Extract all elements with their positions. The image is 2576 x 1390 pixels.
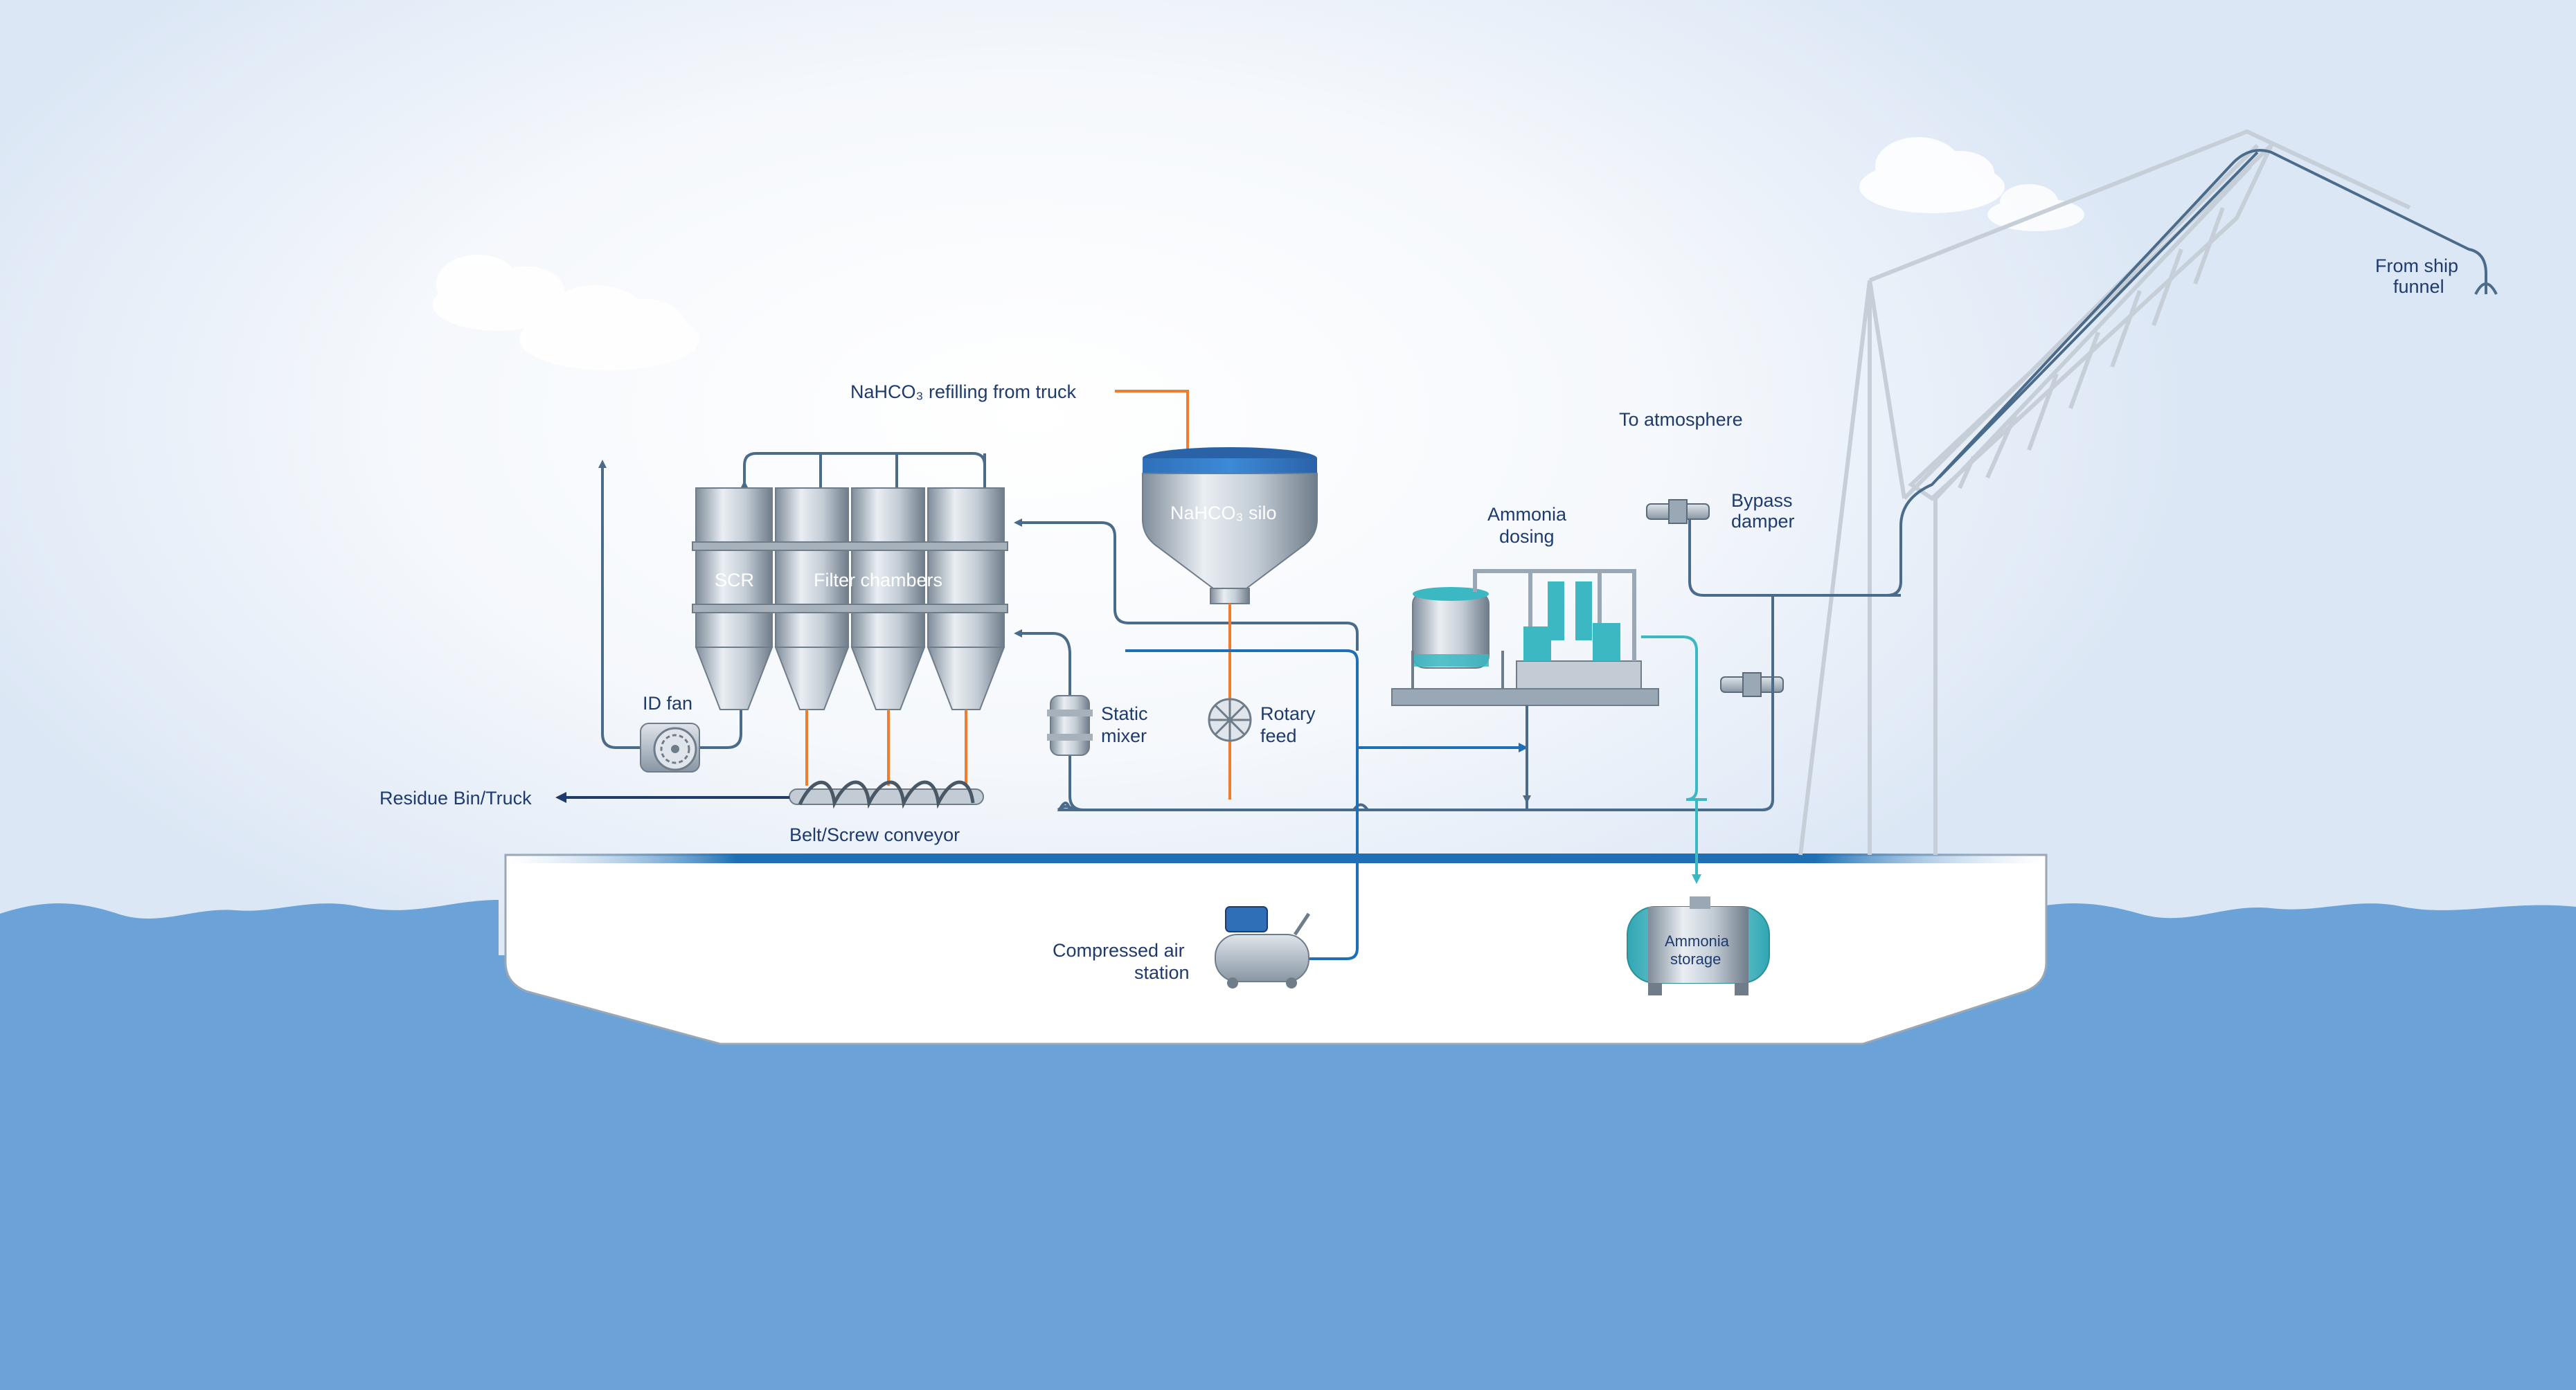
gantry-crane: [1798, 129, 2411, 856]
label-bypass-damper: Bypass: [1731, 490, 1793, 511]
gas-pipe: [1068, 751, 1375, 811]
label-static-mixer: mixer: [1101, 725, 1147, 746]
label-ammonia-dosing: dosing: [1499, 526, 1555, 547]
label-from-ship-funnel: From ship: [2375, 255, 2458, 276]
cloud-icon: [519, 285, 699, 370]
funnel-hook-icon: [2474, 282, 2498, 295]
bypass-damper-icon: [1646, 499, 1710, 524]
rotary-feed-icon: [1208, 698, 1252, 742]
fan-duct: [699, 703, 742, 749]
label-filter-chambers: Filter chambers: [814, 570, 942, 590]
residue-drop-lines: [805, 710, 967, 786]
label-to-atmosphere: To atmosphere: [1619, 409, 1743, 430]
label-bypass-damper: damper: [1731, 511, 1795, 532]
label-compressed-air: station: [1134, 962, 1190, 983]
damper-icon: [1720, 672, 1784, 697]
compressed-air-station: [1215, 906, 1311, 989]
cloud-icon: [433, 255, 564, 331]
id-fan-icon: [640, 723, 700, 773]
gas-pipe: [1014, 629, 1071, 703]
label-residue: Residue Bin/Truck: [379, 788, 532, 809]
ammonia-pipe: [1641, 635, 1707, 879]
filter-chambers-unit: [692, 487, 1008, 710]
fan-duct: [598, 460, 641, 749]
label-ammonia-storage: Ammonia: [1665, 932, 1730, 950]
bypass-duct: [1688, 512, 1901, 597]
label-nahco3-refill: NaHCO₃ refilling from truck: [850, 381, 1077, 402]
ammonia-dosing-skid: [1391, 569, 1659, 706]
screw-conveyor: [789, 780, 984, 809]
label-static-mixer: Static: [1101, 703, 1148, 724]
label-rotary-feed: feed: [1260, 725, 1297, 746]
label-ammonia-storage: storage: [1670, 950, 1721, 968]
refill-line: [1115, 390, 1189, 457]
deck-line: [506, 854, 2046, 863]
cloud-icon: [1859, 137, 2005, 213]
label-silo: NaHCO₃ silo: [1170, 503, 1277, 523]
label-rotary-feed: Rotary: [1260, 703, 1316, 724]
compressed-air-pipe: [1125, 649, 1359, 960]
label-conveyor: Belt/Screw conveyor: [789, 824, 960, 845]
nahco3-silo: [1142, 447, 1318, 604]
static-mixer-icon: [1047, 695, 1093, 756]
ammonia-storage-tank: [1627, 896, 1770, 995]
label-scr: SCR: [715, 570, 754, 590]
sorbent-feed-pipe: [1014, 518, 1359, 651]
label-id-fan: ID fan: [643, 693, 692, 714]
label-compressed-air: Compressed air: [1053, 940, 1185, 961]
label-from-ship-funnel: funnel: [2393, 276, 2444, 297]
label-ammonia-dosing: Ammonia: [1487, 504, 1567, 525]
